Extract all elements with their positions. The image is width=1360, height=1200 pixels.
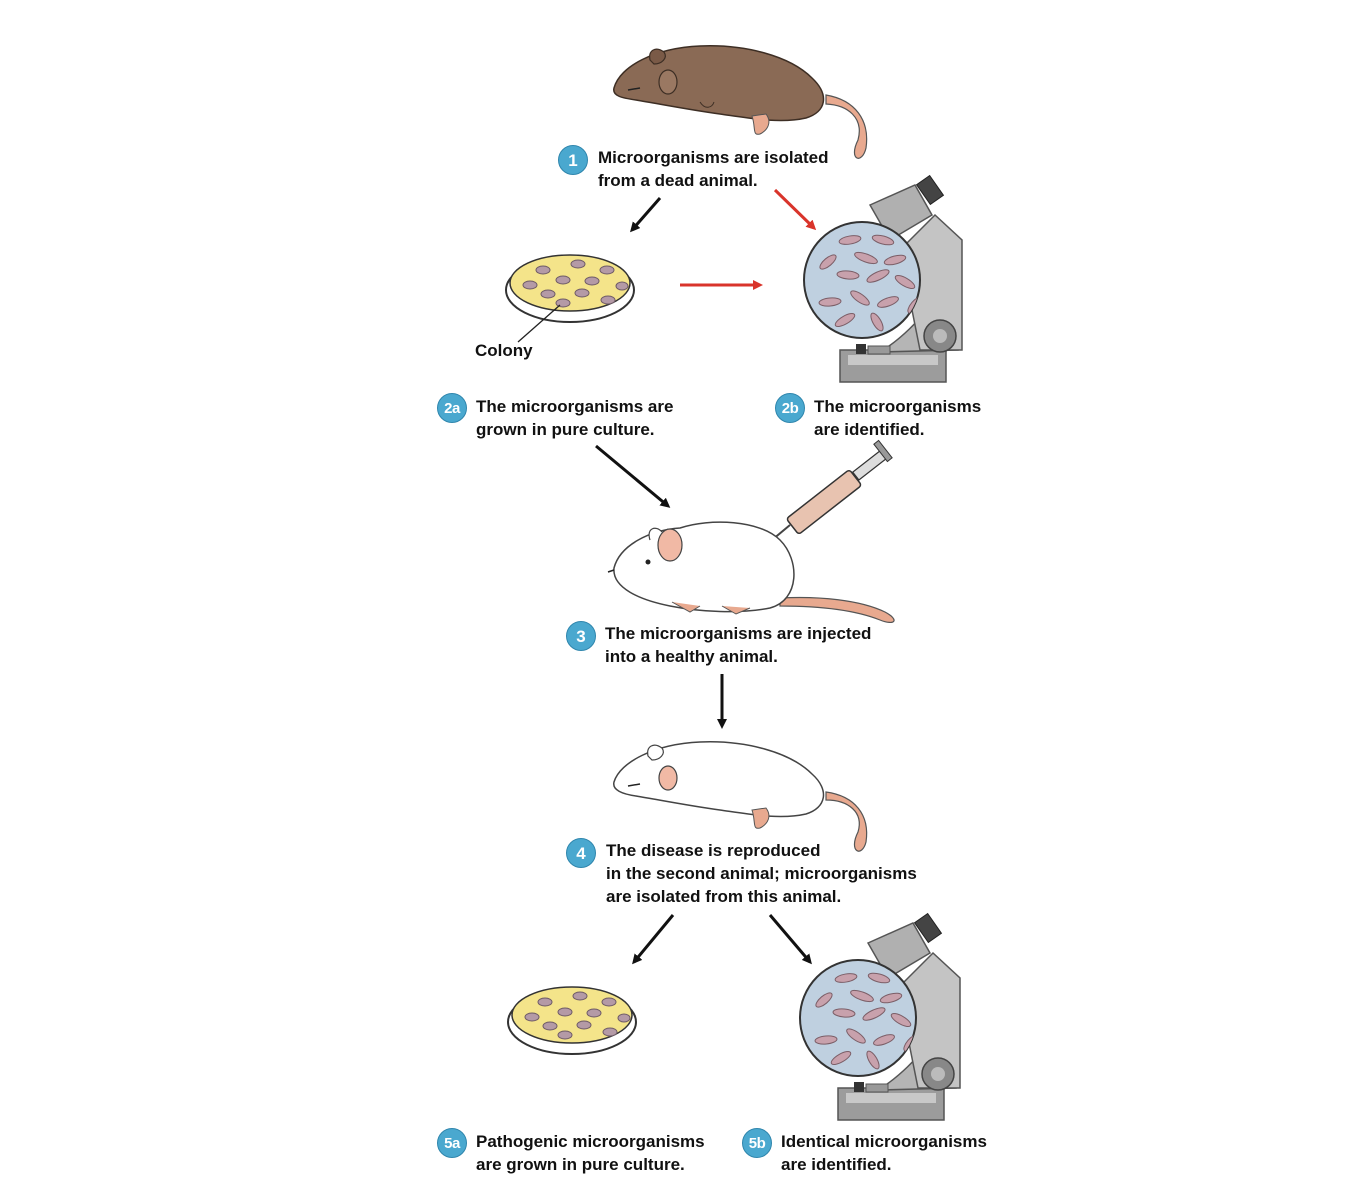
step-3-caption: The microorganisms are injected into a h… [605, 622, 871, 668]
step-2b-badge: 2b [775, 393, 805, 423]
step-5a-caption: Pathogenic microorganisms are grown in p… [476, 1130, 705, 1176]
healthy-white-mouse-icon [607, 521, 895, 624]
microscope-icon [803, 174, 963, 383]
step-4-line2: in the second animal; microorganisms [606, 864, 917, 883]
syringe-icon [759, 439, 893, 551]
step-4-badge: 4 [566, 838, 596, 868]
step-2b-line2: are identified. [814, 420, 925, 439]
step-2a-badge: 2a [437, 393, 467, 423]
step-3-line2: into a healthy animal. [605, 647, 778, 666]
step-3-badge: 3 [566, 621, 596, 651]
step-5b-line2: are identified. [781, 1155, 892, 1174]
step-4-line3: are isolated from this animal. [606, 887, 842, 906]
petri-dish-2-icon [507, 986, 637, 1055]
arrow-4-to-5a [632, 914, 675, 965]
arrow-1-to-2b [773, 188, 817, 231]
step-4-line1: The disease is reproduced [606, 841, 821, 860]
step-5b-badge: 5b [742, 1128, 772, 1158]
step-5a-line1: Pathogenic microorganisms [476, 1132, 705, 1151]
step-2a-caption: The microorganisms are grown in pure cul… [476, 395, 673, 441]
arrow-1-to-2a [630, 197, 662, 233]
dead-brown-mouse-icon [613, 45, 868, 159]
step-1-line1: Microorganisms are isolated [598, 148, 829, 167]
arrow-4-to-5b [768, 914, 812, 965]
step-1-badge: 1 [558, 145, 588, 175]
step-2b-caption: The microorganisms are identified. [814, 395, 981, 441]
petri-dish-icon [505, 254, 635, 343]
colony-label: Colony [475, 341, 533, 360]
arrow-2a-to-3 [595, 444, 671, 508]
step-1-caption: Microorganisms are isolated from a dead … [598, 146, 829, 192]
sick-white-mouse-icon [613, 741, 868, 852]
microscope-2-icon [799, 912, 961, 1121]
step-5a-line2: are grown in pure culture. [476, 1155, 685, 1174]
step-2a-line2: grown in pure culture. [476, 420, 655, 439]
step-5a-badge: 5a [437, 1128, 467, 1158]
step-3-line1: The microorganisms are injected [605, 624, 872, 643]
step-5b-line1: Identical microorganisms [781, 1132, 987, 1151]
step-5b-caption: Identical microorganisms are identified. [781, 1130, 987, 1176]
step-1-line2: from a dead animal. [598, 171, 758, 190]
step-2a-line1: The microorganisms are [476, 397, 674, 416]
step-2b-line1: The microorganisms [814, 397, 982, 416]
step-4-caption: The disease is reproduced in the second … [606, 839, 917, 908]
